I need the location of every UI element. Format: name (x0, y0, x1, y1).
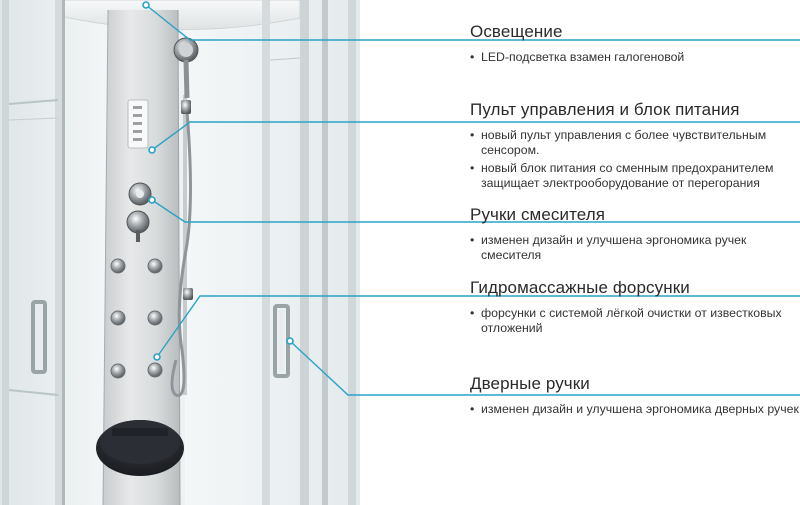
feature-bullets: изменен дизайн и улучшена эргономика руч… (470, 233, 800, 263)
feature-bullet: изменен дизайн и улучшена эргономика две… (470, 402, 800, 417)
feature-bullets: новый пульт управления с более чувствите… (470, 128, 800, 191)
feature-title: Ручки смесителя (470, 205, 606, 224)
feature-title: Гидромассажные форсунки (470, 278, 690, 297)
feature-control-panel: Пульт управления и блок питания новый пу… (470, 100, 800, 194)
marker-mixer (148, 196, 156, 204)
feature-title: Дверные ручки (470, 374, 590, 393)
shower-cabin-illustration (0, 0, 360, 505)
feature-bullet: новый пульт управления с более чувствите… (470, 128, 800, 158)
feature-bullets: LED-подсветка взамен галогеновой (470, 50, 800, 65)
feature-bullet: новый блок питания со сменным предохрани… (470, 161, 800, 191)
feature-title: Пульт управления и блок питания (470, 100, 740, 119)
feature-door-handles: Дверные ручки изменен дизайн и улучшена … (470, 374, 800, 420)
feature-mixer-handles: Ручки смесителя изменен дизайн и улучшен… (470, 205, 800, 266)
feature-bullets: форсунки с системой лёгкой очистки от из… (470, 306, 800, 336)
marker-control-panel (148, 146, 156, 154)
feature-bullets: изменен дизайн и улучшена эргономика две… (470, 402, 800, 417)
marker-door-handle (286, 337, 294, 345)
feature-bullet: изменен дизайн и улучшена эргономика руч… (470, 233, 800, 263)
feature-lighting: Освещение LED-подсветка взамен галогенов… (470, 22, 800, 68)
feature-bullet: форсунки с системой лёгкой очистки от из… (470, 306, 800, 336)
feature-bullet: LED-подсветка взамен галогеновой (470, 50, 800, 65)
marker-lighting (142, 1, 150, 9)
marker-jets (153, 353, 161, 361)
feature-massage-jets: Гидромассажные форсунки форсунки с систе… (470, 278, 800, 339)
feature-title: Освещение (470, 22, 563, 41)
